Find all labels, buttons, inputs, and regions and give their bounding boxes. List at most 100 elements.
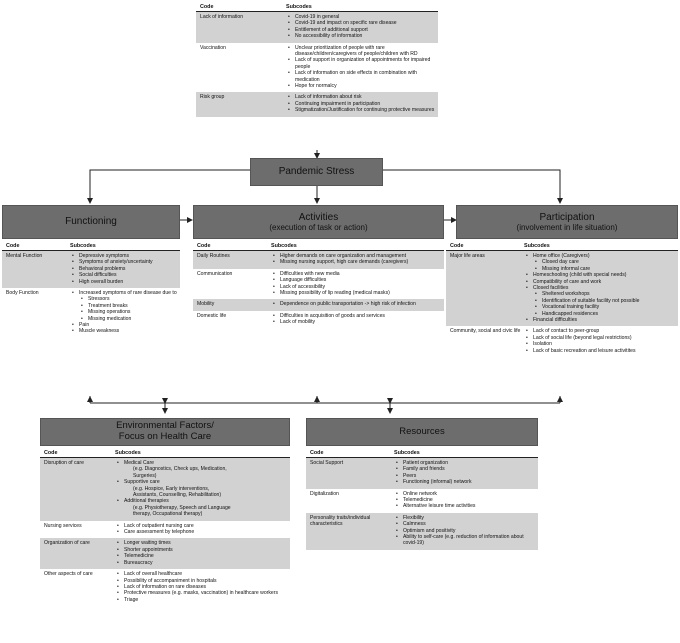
activities-table: Code Subcodes Daily RoutinesHigher deman… [193,241,444,329]
table-row: Domestic lifeDifficulties in acquisition… [193,311,444,329]
table-row: Mental Function Depressive symptomsSympto… [2,251,180,289]
subcode-list: Patient organizationFamily and friendsPe… [394,460,538,486]
subcode-item: Lack of mobility [271,319,444,326]
functioning-title: Functioning [2,205,180,239]
subcode-item: Financial difficulties [524,317,678,324]
environmental-title-label: Environmental Factors/ [116,420,214,432]
subcode-item: Difficulties in acquisition of goods and… [271,313,444,320]
subcode-item: Missing medication [70,316,180,323]
code-header: Code [44,449,58,456]
subcode-list: Lack of information about riskContinuing… [286,94,438,114]
subcodes-header: Subcodes [286,3,312,10]
subcode-item: Possibility of accompaniment in hospital… [115,578,290,585]
table-row: Nursing servicesLack of outpatient nursi… [40,521,290,539]
table-header: Code Subcodes [446,241,678,251]
code-header: Code [310,449,324,456]
subcode-item: Lack of social life (beyond legal restri… [524,335,678,342]
participation-table: Code Subcodes Major life areas Home offic… [446,241,678,358]
subcode-item: Online network [394,491,538,498]
subcode-item: Symptoms of anxiety/uncertainty [70,259,180,266]
table-header: Code Subcodes [306,448,538,458]
table-row: Major life areas Home office (Caregivers)… [446,251,678,327]
table-row: Daily RoutinesHigher demands on care org… [193,251,444,269]
table-row: Other aspects of care Lack of overall hea… [40,569,290,606]
subcode-item: Compatibility of care and work [524,279,678,286]
subcode-item: Calmness [394,521,538,528]
subcode-list: Covid-19 in generalCovid-19 and impact o… [286,14,438,40]
subcode-item: Surgeries) [133,472,157,479]
row-code: Body Function [6,290,39,297]
subcode-list: Lack of overall healthcarePossibility of… [115,571,290,603]
subcode-item: Peers [394,473,538,480]
subcode-item: Identification of suitable facility not … [524,298,678,305]
code-header: Code [197,242,211,249]
table-row: CommunicationDifficulties with new media… [193,269,444,300]
table-body: Lack of informationCovid-19 in generalCo… [196,12,438,117]
subcode-list: Medical Care(e.g. Diagnostics, Check ups… [115,460,290,518]
subcode-item: Depressive symptoms [70,253,180,260]
table-row: Disruption of careMedical Care(e.g. Diag… [40,458,290,521]
subcode-list: Longer waiting timesShorter appointments… [115,540,290,566]
row-code: Major life areas [450,253,485,259]
table-header: Code Subcodes [193,241,444,251]
subcode-item: Lack of information on rare diseases [115,584,290,591]
subcode-item: Closed day care [524,259,678,266]
subcode-item: Telemedicine [115,553,290,560]
table-body: Social SupportPatient organizationFamily… [306,458,538,550]
row-code: Nursing services [44,522,82,529]
table-header: Code Subcodes [196,2,438,12]
activities-title-label: Activities [298,211,339,223]
participation-subtitle: (involvement in life situation) [516,223,618,233]
subcode-item: Lack of overall healthcare [115,571,290,578]
subcode-item: Muscle weakness [70,328,180,335]
subcode-item: Medical Care [115,460,290,467]
subcode-item: Missing operations [70,309,180,316]
participation-title: Participation (involvement in life situa… [456,205,678,239]
subcode-item: Lack of contact to peer-group [524,328,678,335]
subcode-item: Protective measures (e.g. masks, vaccina… [115,590,290,597]
row-code: Personality traits/individual characteri… [310,514,371,528]
subcode-item: Isolation [524,341,678,348]
subcode-item: Homeschooling (child with special needs) [524,272,678,279]
subcode-list: Unclear prioritization of people with ra… [286,45,438,90]
subcode-item: therapy, Occupational therapy) [133,511,203,518]
subcode-item: Covid-19 in general [286,14,438,21]
subcode-item: Ability to self-care (e.g. reduction of … [394,534,538,547]
subcode-item: Optimism and positivity [394,528,538,535]
resources-title-label: Resources [399,425,445,437]
subcode-list: Home office (Caregivers)Closed day careM… [524,253,678,324]
subcode-list: Increased symptoms of rare disease due t… [70,290,180,335]
pandemic-stress-label: Pandemic Stress [278,166,355,178]
subcode-item: (e.g. Hospice, Early interventions, [133,485,210,492]
table-row: Body Function Increased symptoms of rare … [2,288,180,338]
subcode-item: Handicapped residences [524,311,678,318]
row-code: Daily Routines [197,253,230,259]
table-body: Major life areas Home office (Caregivers)… [446,251,678,357]
subcode-list: Difficulties with new mediaLanguage diff… [271,271,444,297]
subcode-item: Missing possibility of lip reading (medi… [271,290,444,297]
row-code: Mental Function [6,253,43,259]
functioning-table: Code Subcodes Mental Function Depressive … [2,241,180,338]
subcode-item: Care assessment by telephone [115,529,290,536]
table-row: Social SupportPatient organizationFamily… [306,458,538,489]
functioning-title-label: Functioning [65,216,117,228]
participation-title-label: Participation [539,211,595,223]
subcode-item: Language difficulties [271,277,444,284]
table-row: VaccinationUnclear prioritization of peo… [196,43,438,93]
table-row: Personality traits/individual characteri… [306,512,538,550]
subcode-item: Increased symptoms of rare disease due t… [70,290,180,297]
table-row: Community, social and civic lifeLack of … [446,326,678,357]
subcode-item: Entitlement of additional support [286,27,438,34]
row-code: Other aspects of care [44,571,93,578]
top-code-table: Code Subcodes Lack of informationCovid-1… [196,2,438,117]
subcode-item: Closed facilities [524,285,678,292]
activities-title: Activities (execution of task or action) [193,205,444,239]
activities-subtitle: (execution of task or action) [269,223,368,233]
subcode-list: Dependence on public transportation -> h… [271,301,444,308]
subcode-item: (e.g. Physiotherapy, Speech and Language [133,504,231,511]
subcode-item: Difficulties with new media [271,271,444,278]
table-header: Code Subcodes [2,241,180,251]
pandemic-stress-box: Pandemic Stress [250,158,383,186]
subcode-item: Covid-19 and impact on specific rare dis… [286,20,438,27]
